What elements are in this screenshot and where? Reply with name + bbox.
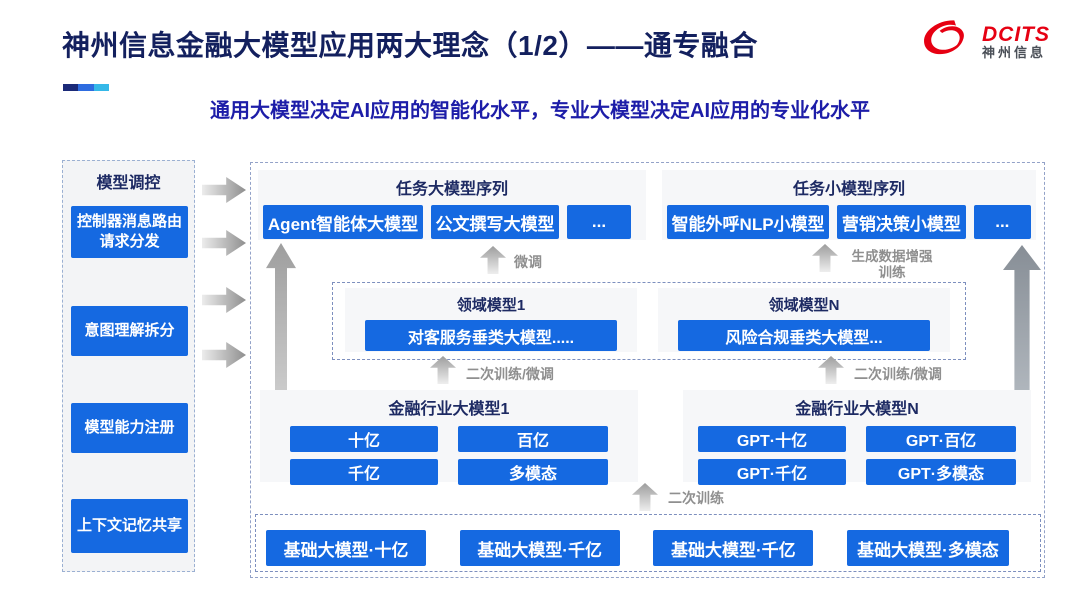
node-gpt-billion: GPT·十亿	[698, 426, 846, 452]
logo-brand-cn-text: 神州信息	[982, 44, 1047, 60]
sidebar-item-intent-split: 意图理解拆分	[71, 306, 188, 356]
node-multimodal: 多模态	[458, 459, 608, 485]
slide-subtitle: 通用大模型决定AI应用的智能化水平，专业大模型决定AI应用的专业化水平	[210, 100, 870, 122]
node-risk-compliance-vertical-model: 风险合规垂类大模型...	[678, 320, 930, 351]
node-gpt-multimodal: GPT·多模态	[866, 459, 1016, 485]
node-billion: 十亿	[290, 426, 438, 452]
dcits-swirl-icon	[918, 16, 976, 67]
domain-model-n-group: 领域模型N 风险合规垂类大模型...	[658, 288, 950, 352]
node-hundred-billion: 千亿	[290, 459, 438, 485]
logo-brand-text: DCITS	[982, 22, 1050, 46]
group-title: 任务大模型序列	[395, 181, 508, 198]
label-secondary-train: 二次训练	[668, 490, 724, 506]
node-agent-large-model: Agent智能体大模型	[263, 205, 423, 239]
node-ellipsis: ...	[973, 205, 1031, 239]
node-gpt-ten-billion: GPT·百亿	[866, 426, 1016, 452]
company-logo: DCITS 神州信息	[918, 16, 1050, 67]
accent-segment	[78, 84, 94, 91]
group-title: 领域模型N	[768, 297, 840, 314]
sidebar-item-controller-routing: 控制器消息路由请求分发	[71, 206, 188, 258]
arrow-right-icon	[202, 287, 246, 313]
arrow-right-icon	[202, 230, 246, 256]
label-gen-data-augment-training: 生成数据增强 训练	[851, 249, 933, 280]
label-secondary-train-finetune: 二次训练/微调	[854, 366, 942, 382]
arrow-right-icon	[202, 177, 246, 203]
accent-segment	[63, 84, 78, 91]
node-customer-service-vertical-model: 对客服务垂类大模型.....	[365, 320, 617, 351]
sidebar-title: 模型调控	[96, 175, 161, 192]
node-base-model-multimodal: 基础大模型·多模态	[846, 530, 1009, 566]
model-control-panel: 模型调控 控制器消息路由请求分发 意图理解拆分 模型能力注册 上下文记忆共享	[62, 160, 195, 572]
financial-industry-model-1-group: 金融行业大模型1 十亿 百亿 千亿 多模态	[260, 390, 638, 485]
node-document-writing-model: 公文撰写大模型	[431, 205, 559, 239]
accent-segment	[94, 84, 109, 91]
node-marketing-decision-model: 营销决策小模型	[837, 205, 966, 239]
label-secondary-train-finetune: 二次训练/微调	[466, 366, 554, 382]
group-title: 任务小模型序列	[792, 181, 905, 198]
node-gpt-hundred-billion: GPT·千亿	[698, 459, 846, 485]
node-ellipsis: ...	[567, 205, 631, 239]
sidebar-item-capability-register: 模型能力注册	[71, 403, 188, 453]
group-title: 领域模型1	[456, 297, 526, 314]
node-ten-billion: 百亿	[458, 426, 608, 452]
page-title: 神州信息金融大模型应用两大理念（1/2）——通专融合	[62, 30, 758, 61]
task-large-model-group: 任务大模型序列 Agent智能体大模型 公文撰写大模型 ...	[258, 170, 646, 240]
sidebar-item-context-memory: 上下文记忆共享	[71, 499, 188, 553]
node-outbound-nlp-small-model: 智能外呼NLP小模型	[667, 205, 830, 239]
node-base-model-billion: 基础大模型·十亿	[266, 530, 426, 566]
base-model-container: 基础大模型·十亿 基础大模型·千亿 基础大模型·千亿 基础大模型·多模态	[255, 514, 1041, 572]
label-finetune: 微调	[514, 254, 542, 270]
node-base-model-hundred-billion: 基础大模型·千亿	[653, 530, 814, 566]
group-title: 金融行业大模型1	[388, 401, 510, 418]
domain-model-1-group: 领域模型1 对客服务垂类大模型.....	[345, 288, 637, 352]
arrow-right-icon	[202, 342, 246, 368]
group-title: 金融行业大模型N	[795, 401, 919, 418]
task-small-model-group: 任务小模型序列 智能外呼NLP小模型 营销决策小模型 ...	[662, 170, 1036, 240]
financial-industry-model-n-group: 金融行业大模型N GPT·十亿 GPT·百亿 GPT·千亿 GPT·多模态	[683, 390, 1031, 485]
node-base-model-hundred-billion: 基础大模型·千亿	[459, 530, 620, 566]
title-accent-bar	[63, 84, 109, 91]
